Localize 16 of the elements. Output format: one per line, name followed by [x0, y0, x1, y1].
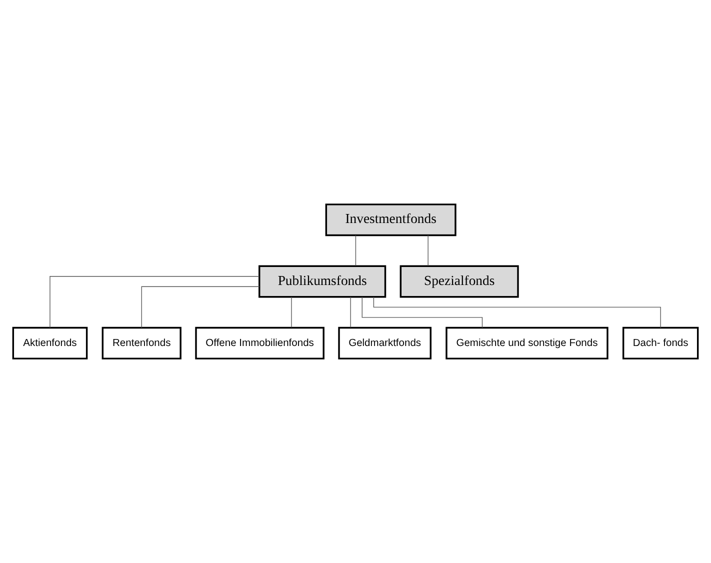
connector	[355, 235, 356, 266]
connector	[291, 296, 292, 328]
node-box: Gemischte und sonstige Fonds	[446, 326, 608, 360]
node-box: Dach- fonds	[622, 326, 699, 360]
node-box: Investmentfonds	[325, 204, 456, 236]
connector	[350, 296, 351, 328]
node-box: Publikumsfonds	[258, 265, 386, 298]
connector	[362, 296, 483, 328]
connector	[50, 276, 260, 328]
node-box: Rentenfonds	[102, 326, 182, 360]
node-box: Spezialfonds	[400, 265, 519, 298]
node-box: Aktienfonds	[12, 326, 88, 360]
node-box: Geldmarktfonds	[338, 326, 432, 360]
node-box: Offene Immobilienfonds	[195, 326, 324, 360]
connector	[141, 286, 260, 328]
connector	[373, 296, 661, 328]
